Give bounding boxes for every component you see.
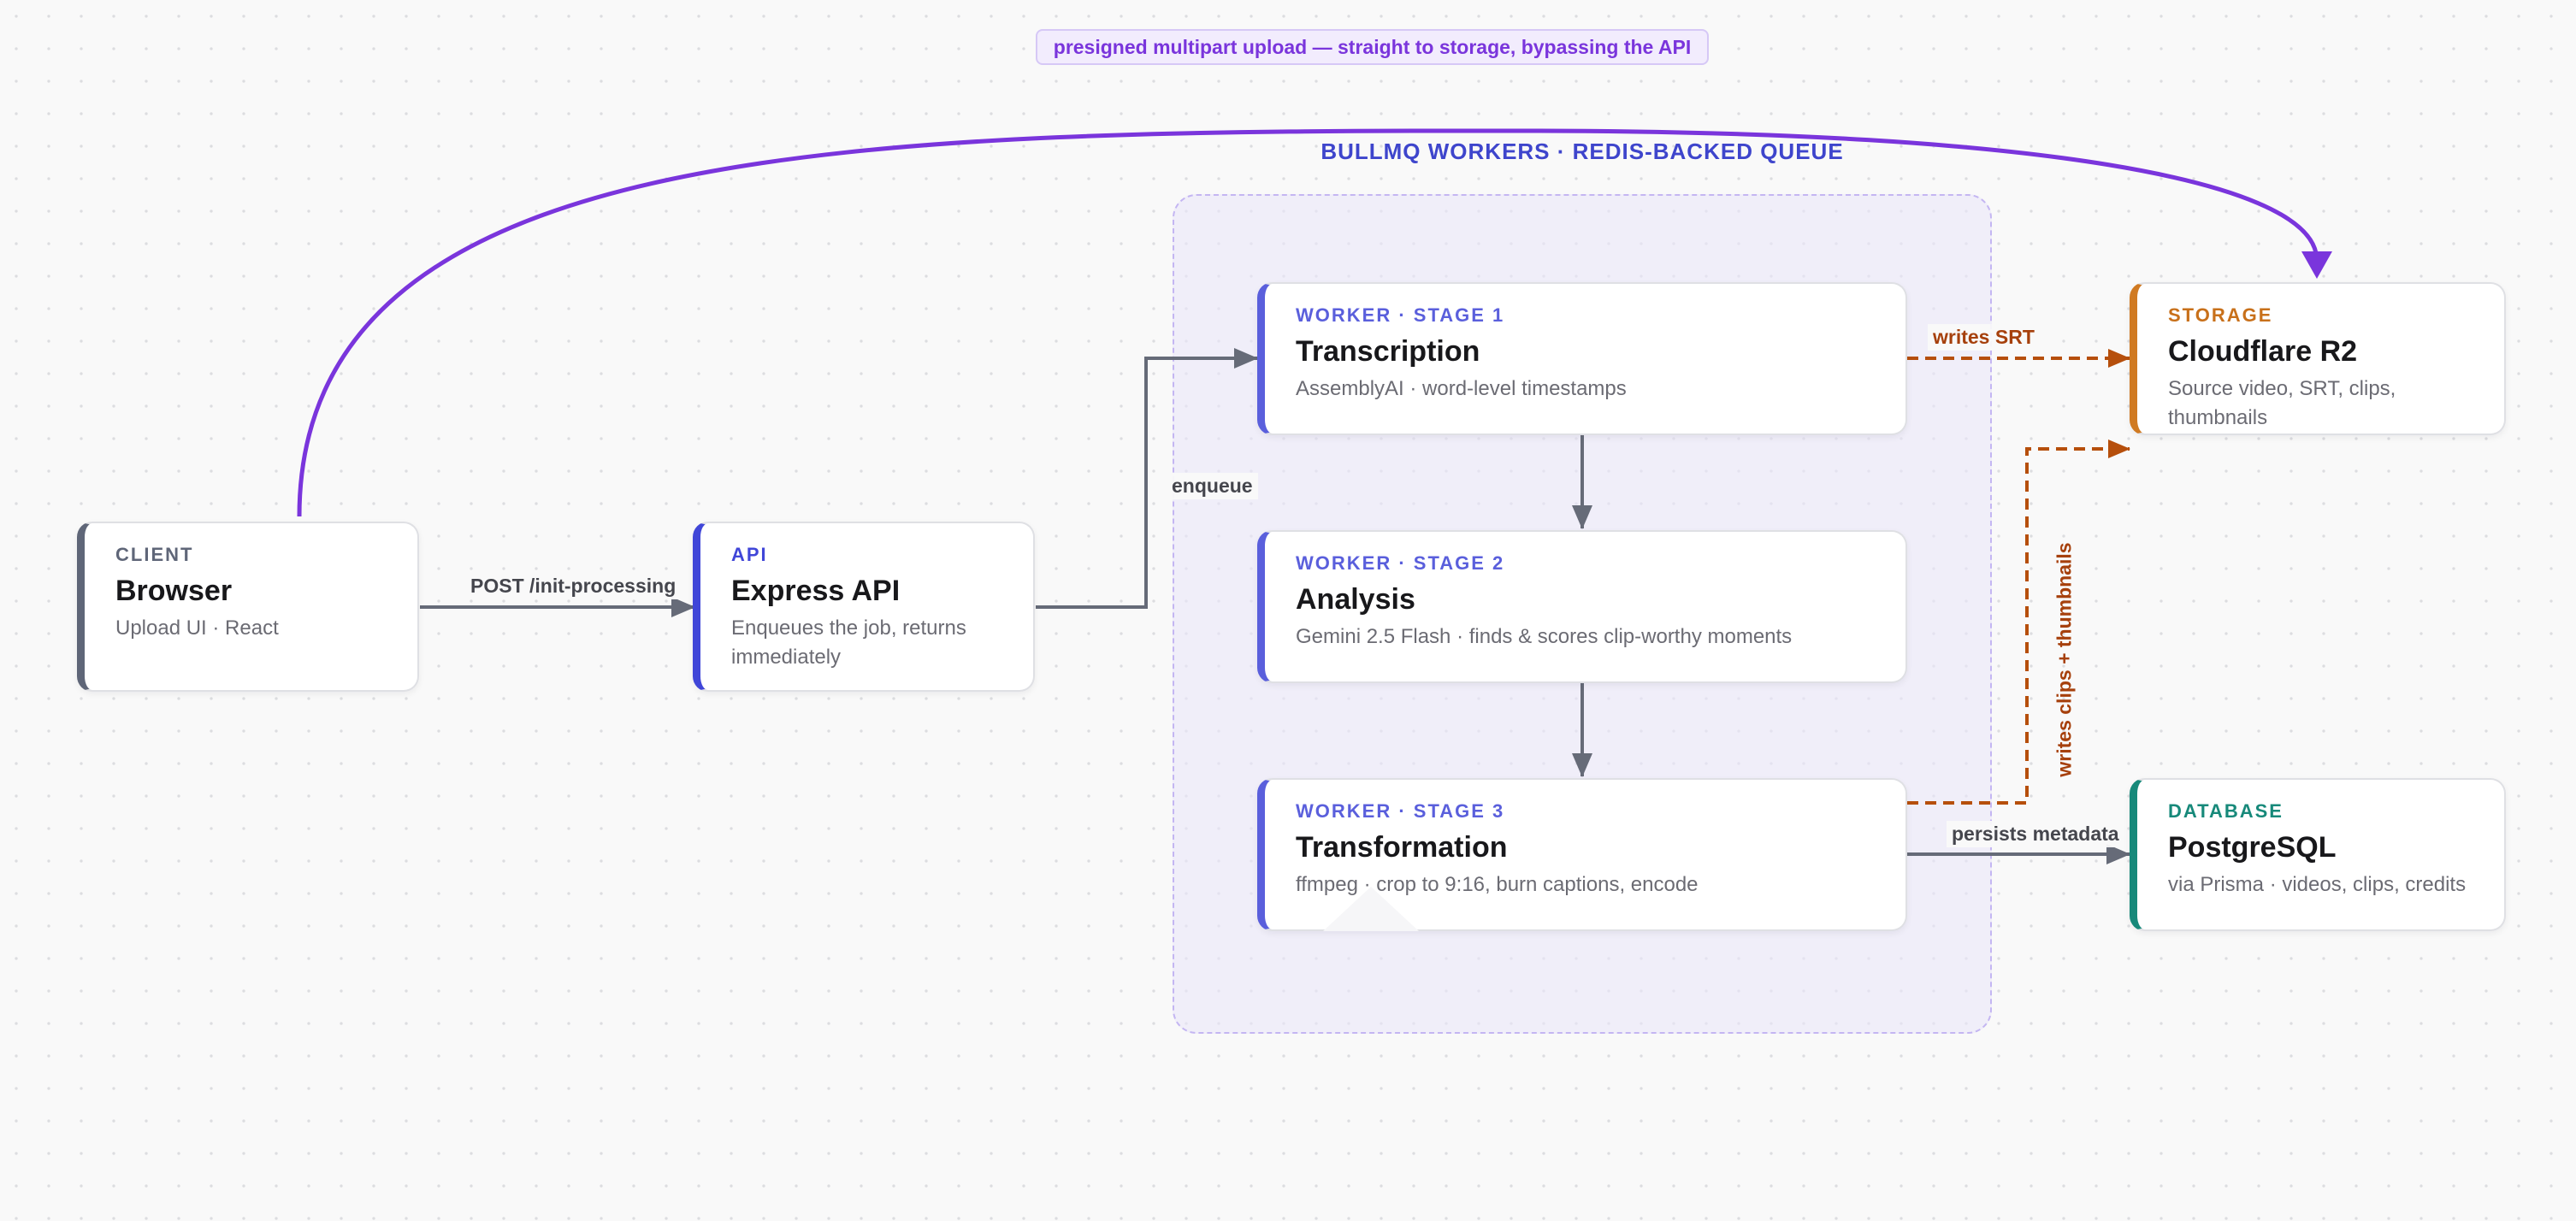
node-storage-desc: Source video, SRT, clips, thumbnails — [2168, 376, 2396, 429]
node-stage3-title: Transformation — [1296, 831, 1508, 864]
enqueue-label: enqueue — [1167, 473, 1258, 499]
node-database-title: PostgreSQL — [2168, 831, 2337, 864]
writes-clips-arrow — [1907, 439, 2130, 805]
node-api-desc: Enqueues the job, returns immediately — [731, 616, 966, 669]
node-analysis: WORKER · STAGE 2 Analysis Gemini 2.5 Fla… — [1257, 530, 1907, 683]
writes-srt-label: writes SRT — [1928, 324, 2040, 351]
node-stage1-desc: AssemblyAI · word-level timestamps — [1296, 376, 1627, 400]
presigned-upload-banner: presigned multipart upload — straight to… — [1036, 29, 1709, 65]
node-browser-desc: Upload UI · React — [115, 616, 279, 640]
node-stage1-kicker: WORKER · STAGE 1 — [1296, 304, 1505, 326]
node-cloudflare-r2: STORAGE Cloudflare R2 Source video, SRT,… — [2130, 282, 2506, 435]
presigned-upload-arrowhead — [2301, 251, 2332, 279]
node-transcription: WORKER · STAGE 1 Transcription AssemblyA… — [1257, 282, 1907, 435]
node-stage3-kicker: WORKER · STAGE 3 — [1296, 800, 1505, 822]
node-database-desc: via Prisma · videos, clips, credits — [2168, 872, 2467, 896]
node-express-api: API Express API Enqueues the job, return… — [693, 522, 1035, 692]
node-postgresql: DATABASE PostgreSQL via Prisma · videos,… — [2130, 778, 2506, 931]
node-storage-title: Cloudflare R2 — [2168, 335, 2358, 368]
node-storage-kicker: STORAGE — [2168, 304, 2273, 326]
node-stage2-title: Analysis — [1296, 583, 1415, 616]
post-init-label: POST /init-processing — [465, 573, 682, 599]
node-api-title: Express API — [731, 575, 901, 607]
node-browser-kicker: CLIENT — [115, 544, 194, 565]
node-database-kicker: DATABASE — [2168, 800, 2284, 822]
node-stage1-title: Transcription — [1296, 335, 1480, 368]
node-api-kicker: API — [731, 544, 768, 565]
node-stage2-kicker: WORKER · STAGE 2 — [1296, 552, 1505, 574]
node-stage2-desc: Gemini 2.5 Flash · finds & scores clip-w… — [1296, 624, 1793, 648]
node-browser: CLIENT Browser Upload UI · React — [77, 522, 419, 692]
queue-group-title: BULLMQ WORKERS · REDIS-BACKED QUEUE — [1320, 139, 1844, 164]
node-browser-title: Browser — [115, 575, 233, 607]
writes-clips-label: writes clips + thumbnails — [2053, 542, 2076, 777]
stage3-notch-decoration — [1323, 887, 1419, 931]
presigned-upload-arrow — [297, 128, 2319, 517]
persists-metadata-label: persists metadata — [1947, 821, 2124, 847]
enqueue-arrow — [1036, 348, 1258, 609]
